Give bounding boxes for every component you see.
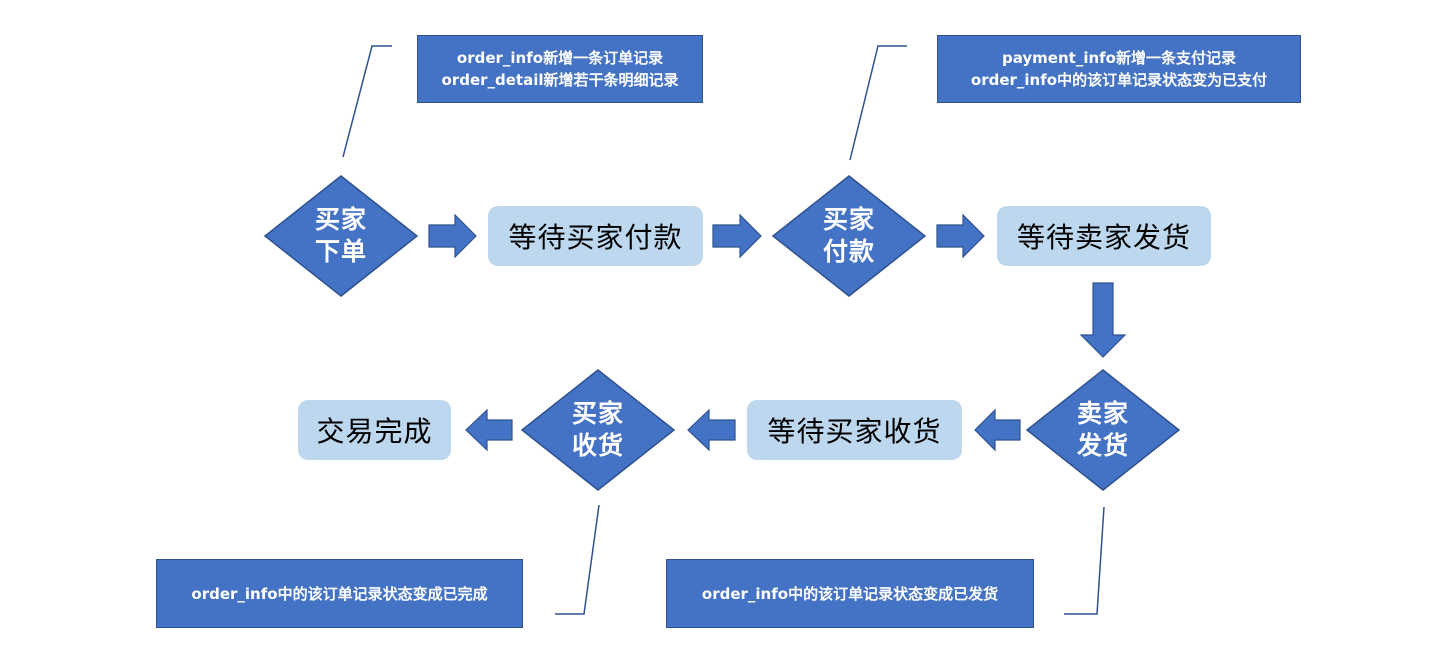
note-line: order_info中的该订单记录状态变成已发货 bbox=[701, 584, 999, 603]
arrow-right-3 bbox=[936, 213, 985, 259]
callout-line-order-created bbox=[342, 45, 392, 158]
decision-label-buyer-receive: 买家 收货 bbox=[548, 398, 648, 462]
arrow-right-2 bbox=[712, 213, 762, 259]
callout-line-complete bbox=[555, 504, 600, 615]
decision-text: 下单 bbox=[314, 237, 367, 266]
state-wait-ship: 等待卖家发货 bbox=[997, 206, 1211, 266]
note-line: order_info中的该订单记录状态变成已完成 bbox=[191, 584, 488, 603]
decision-buyer-order bbox=[263, 175, 419, 297]
state-wait-payment: 等待买家付款 bbox=[488, 206, 703, 266]
decision-text: 付款 bbox=[822, 237, 875, 266]
note-shipped: order_info中的该订单记录状态变成已发货 bbox=[666, 559, 1034, 628]
decision-text: 买家 bbox=[571, 399, 624, 428]
arrow-down bbox=[1079, 282, 1127, 358]
state-done: 交易完成 bbox=[298, 400, 451, 460]
decision-label-buyer-pay: 买家 付款 bbox=[799, 204, 899, 268]
decision-label-buyer-order: 买家 下单 bbox=[291, 204, 391, 268]
arrow-left-2 bbox=[687, 408, 736, 452]
arrow-left-1 bbox=[974, 408, 1021, 452]
note-paid: payment_info新增一条支付记录 order_info中的该订单记录状态… bbox=[937, 35, 1301, 103]
decision-text: 发货 bbox=[1076, 431, 1129, 460]
arrow-right-1 bbox=[428, 213, 477, 259]
note-order-created: order_info新增一条订单记录 order_detail新增若干条明细记录 bbox=[417, 35, 703, 103]
callout-line-paid bbox=[849, 45, 907, 161]
note-complete: order_info中的该订单记录状态变成已完成 bbox=[156, 559, 523, 628]
note-line: order_detail新增若干条明细记录 bbox=[441, 71, 679, 89]
decision-buyer-receive bbox=[520, 369, 676, 491]
decision-buyer-pay bbox=[771, 175, 927, 297]
decision-text: 卖家 bbox=[1076, 399, 1129, 428]
callout-line-shipped bbox=[1064, 506, 1105, 615]
decision-text: 买家 bbox=[822, 205, 875, 234]
decision-text: 买家 bbox=[314, 205, 367, 234]
decision-text: 收货 bbox=[571, 431, 624, 460]
arrow-left-3 bbox=[465, 408, 513, 452]
note-line: order_info新增一条订单记录 bbox=[456, 49, 664, 67]
note-line: order_info中的该订单记录状态变为已支付 bbox=[970, 71, 1268, 89]
state-wait-receipt: 等待买家收货 bbox=[747, 400, 962, 460]
note-line: payment_info新增一条支付记录 bbox=[1002, 49, 1236, 67]
decision-label-seller-ship: 卖家 发货 bbox=[1053, 398, 1153, 462]
decision-seller-ship bbox=[1025, 369, 1181, 491]
